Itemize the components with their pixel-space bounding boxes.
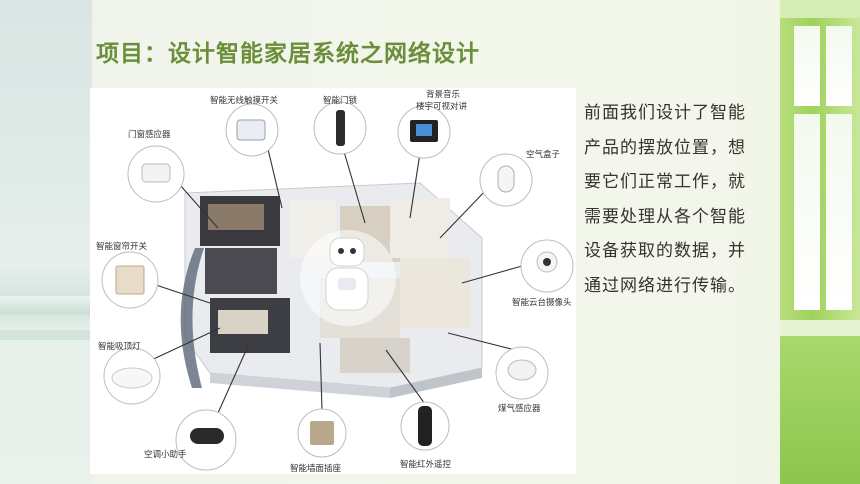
label-ceiling-light: 智能吸顶灯 <box>98 342 141 352</box>
label-ptz-camera: 智能云台摄像头 <box>512 298 572 308</box>
smart-home-illustration: 智能无线触摸开关 智能门锁 背景音乐 楼宇可视对讲 空气盒子 门窗感应器 智能窗… <box>90 88 576 474</box>
label-building-intercom: 楼宇可视对讲 <box>416 102 468 112</box>
label-smart-door-lock: 智能门锁 <box>323 96 358 106</box>
label-ac-assistant: 空调小助手 <box>144 450 187 460</box>
label-air-box: 空气盒子 <box>526 150 561 160</box>
left-wall-decoration <box>0 0 92 484</box>
green-window-decoration <box>780 0 860 484</box>
label-gas-sensor: 煤气感应器 <box>498 404 541 414</box>
label-ir-remote: 智能红外遥控 <box>400 460 452 470</box>
floorplan-drawing <box>101 101 574 471</box>
label-smart-touch-switch: 智能无线触摸开关 <box>210 96 279 106</box>
slide-body-text: 前面我们设计了智能产品的摆放位置，想要它们正常工作，就需要处理从各个智能设备获取… <box>584 103 746 296</box>
label-curtain-switch: 智能窗帘开关 <box>96 242 148 252</box>
slide-title: 项目：设计智能家居系统之网络设计 <box>96 41 480 67</box>
label-door-sensor: 门窗感应器 <box>128 130 171 140</box>
label-wall-socket: 智能墙面插座 <box>290 464 342 474</box>
label-background-music: 背景音乐 <box>426 90 461 100</box>
